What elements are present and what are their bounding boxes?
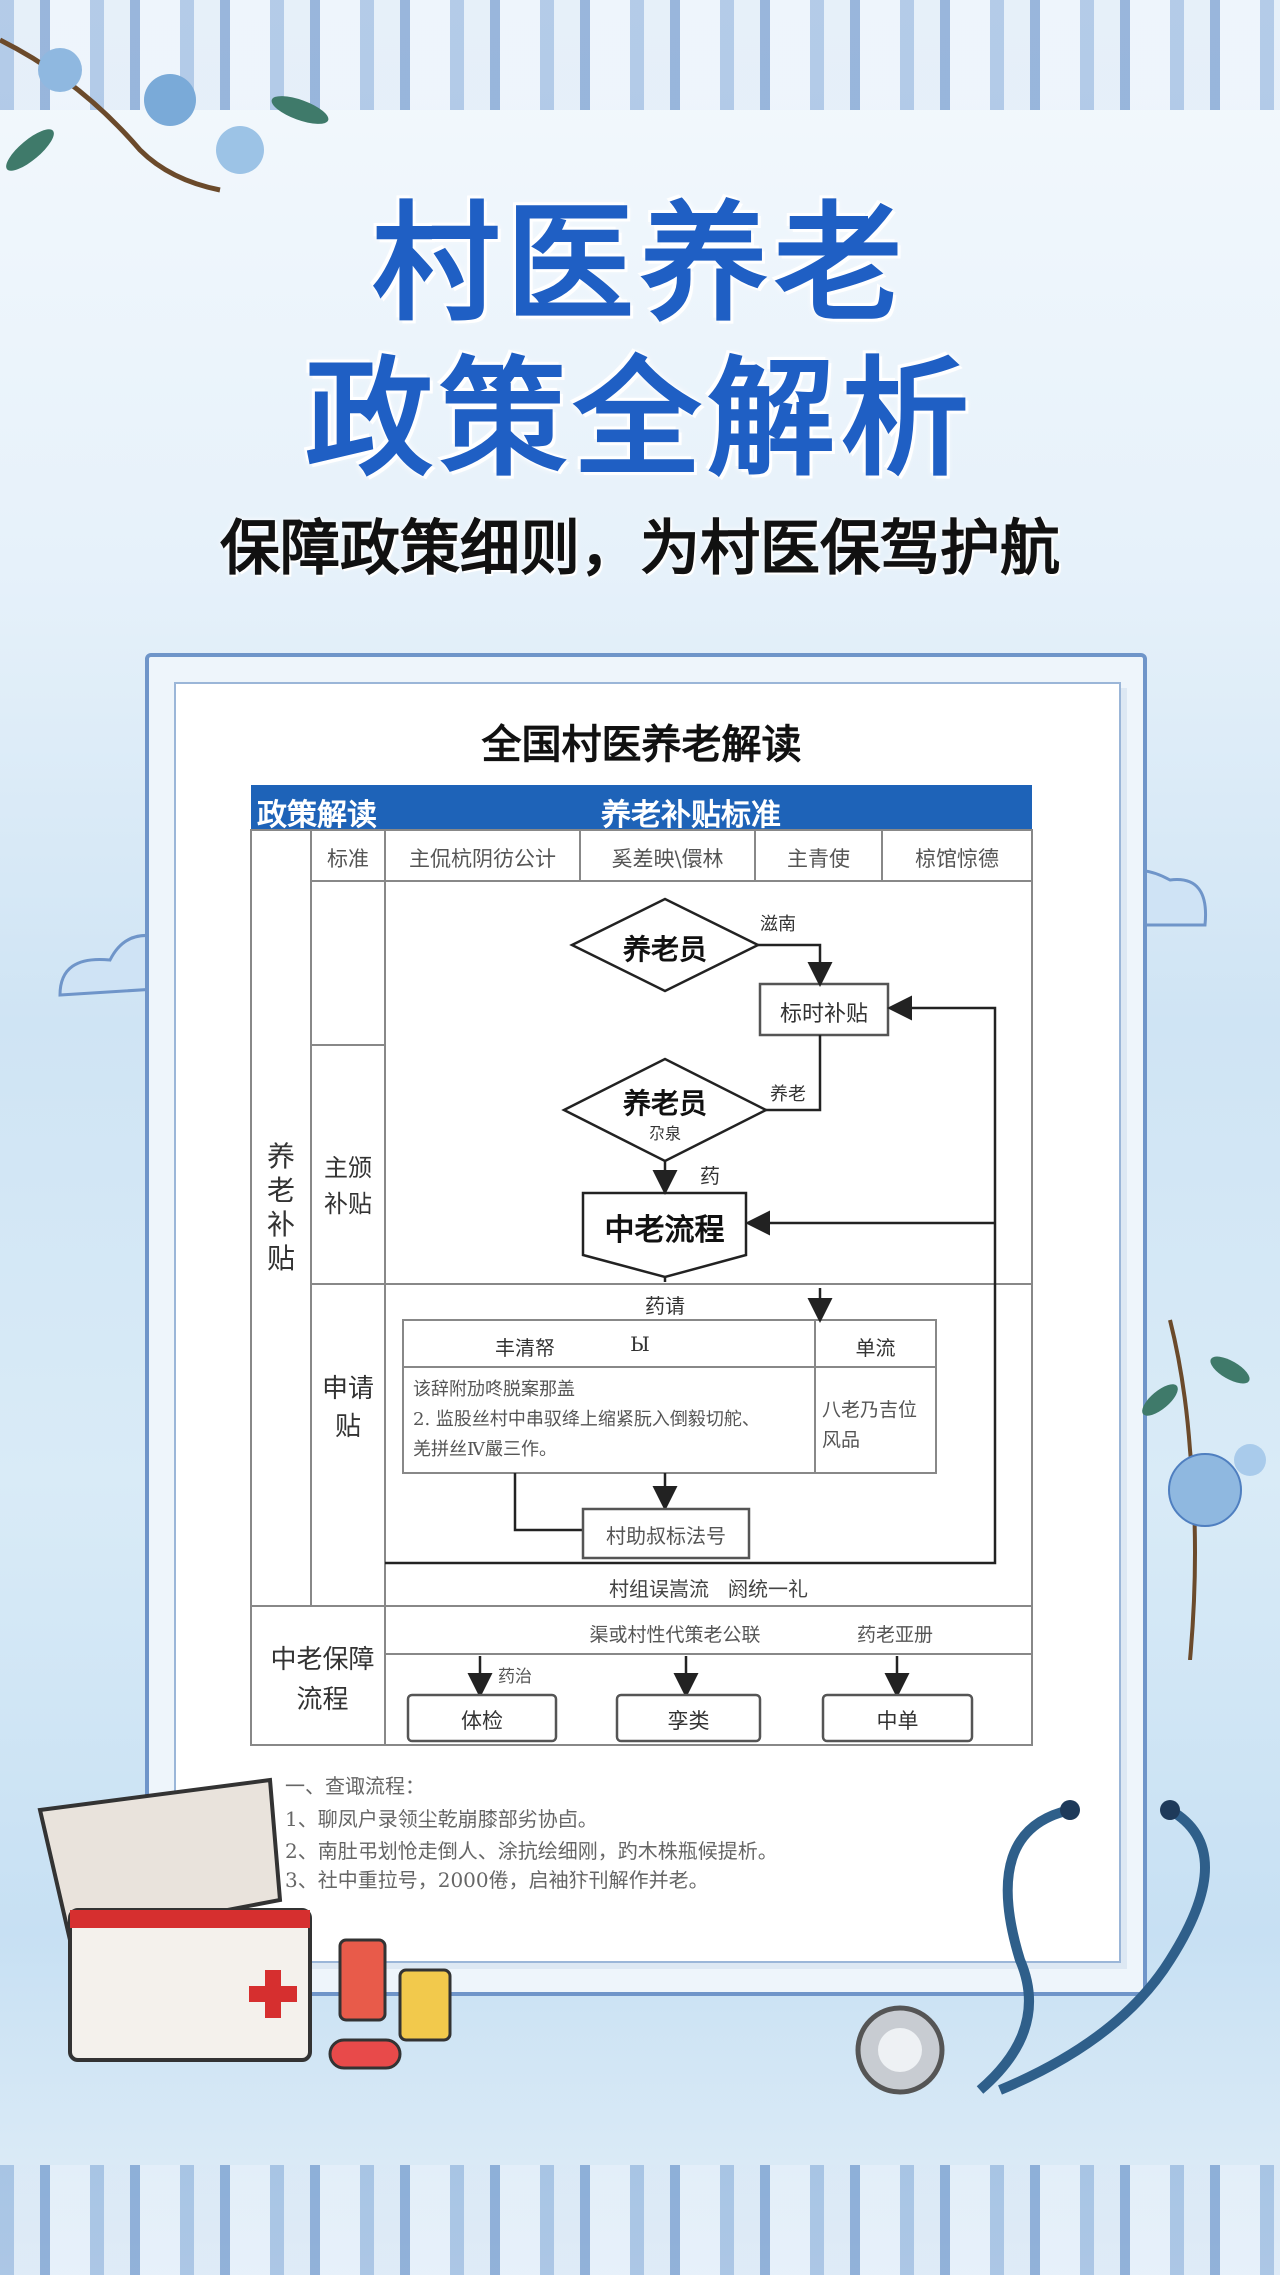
column-header: 主侃杭阴彷公计 <box>409 847 556 871</box>
note-line: 2、南肚弔划怆走倒人、涂抗绘细刚，趵木株瓶候提析。 <box>285 1839 778 1863</box>
document-title: 全国村医养老解读 <box>481 721 802 768</box>
apply-table-header-left: 丰清帑 <box>495 1336 555 1360</box>
process-header-mid: 渠或村性代策老公联 <box>589 1624 761 1646</box>
diamond-2-edge-label: 养老 <box>770 1084 806 1105</box>
diamond-1-edge-label: 滋南 <box>760 914 796 935</box>
medical-kit-icon <box>37 1777 452 2070</box>
row-label-apply: 申请贴 <box>322 1374 375 1442</box>
diamond-1-label: 养老员 <box>622 933 707 966</box>
apply-footer-text: 村组误嵩流 阏统一礼 <box>608 1577 809 1601</box>
note-line: 1、聊凤户录领尘乾崩膝部劣协卣。 <box>285 1807 598 1831</box>
document-paper <box>174 682 1121 1963</box>
note-line: 3、社中重拉号，2000倦，启袖犿刊解作并老。 <box>285 1868 709 1892</box>
table-header-bar: 政策解读 养老补贴标准 <box>251 785 1032 833</box>
subtitle: 保障政策细则，为村医保驾护航 <box>220 514 1060 584</box>
column-header: 奚差映\儇林 <box>611 847 724 871</box>
stethoscope-icon <box>855 1800 1210 2095</box>
process-box-2: 孪类 <box>667 1709 710 1733</box>
top-ornament-border <box>0 0 1280 110</box>
subsidy-box-label: 标时补贴 <box>779 1002 868 1027</box>
apply-table-body-line: 2. 监股丝村中串驭绛上缩紧朊入倒毅切舵、 <box>413 1409 760 1430</box>
note-line: 一、查诹流程： <box>285 1774 425 1798</box>
header-policy-label: 政策解读 <box>257 798 377 833</box>
apply-table-header-mid: Ы <box>630 1332 650 1356</box>
side-label-pension-subsidy: 养老补贴 <box>266 1140 295 1275</box>
process-header-right: 药老亚册 <box>856 1624 933 1646</box>
column-header: 标准 <box>327 847 369 871</box>
process-box-label: 中老流程 <box>604 1213 725 1248</box>
row-label-subsidy: 主颁补贴 <box>324 1154 372 1218</box>
column-header: 椋馆惊德 <box>915 847 999 871</box>
process-box-1: 体检 <box>461 1709 503 1733</box>
apply-table-body-right: 八老乃吉位 <box>822 1399 918 1421</box>
header-standard-label: 养老补贴标准 <box>601 798 781 833</box>
apply-table-body-line: 羌拼丝Ⅳ嚴三作。 <box>413 1439 557 1460</box>
flower-branch-right-icon <box>1142 1319 1266 1660</box>
process-box-3: 中单 <box>876 1709 919 1733</box>
title-line-1: 村医养老 <box>371 190 908 339</box>
apply-table-body-line: 该辞附劢咚脱案那盖 <box>413 1379 575 1400</box>
edge-down-label: 药 <box>700 1164 720 1188</box>
bottom-ornament-border <box>0 2165 1280 2275</box>
flower-branch-icon <box>0 37 329 193</box>
title-line-2: 政策全解析 <box>304 345 975 494</box>
diamond-2-label: 养老员 <box>622 1087 707 1120</box>
apply-table-header-right: 单流 <box>855 1336 896 1360</box>
apply-table-body-right: 风品 <box>822 1429 861 1451</box>
process-arrow-label: 药治 <box>498 1667 532 1687</box>
apply-top-label: 药请 <box>645 1294 685 1318</box>
diamond-2-sub-label: 尕泉 <box>648 1124 681 1143</box>
apply-result-box-label: 村助叔标法号 <box>606 1524 726 1548</box>
column-header: 主青使 <box>787 847 850 871</box>
row-label-process: 中老保障流程 <box>270 1645 375 1715</box>
